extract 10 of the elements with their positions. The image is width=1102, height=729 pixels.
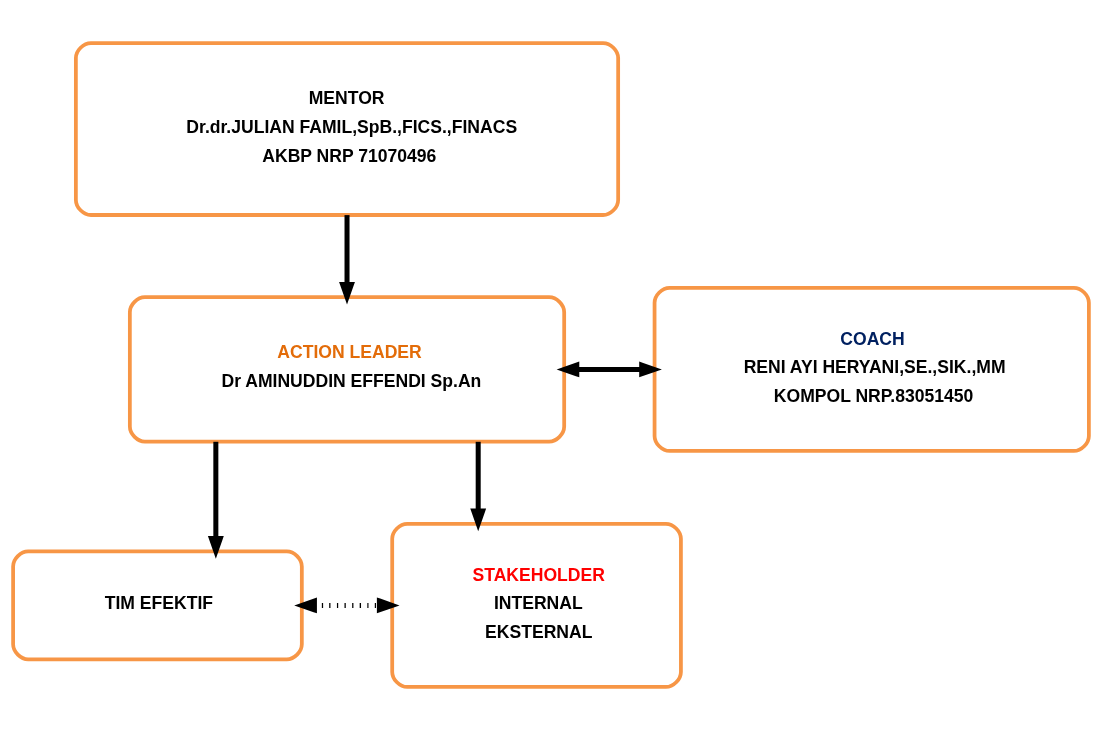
arrow bbox=[470, 441, 487, 531]
arrow bbox=[339, 214, 355, 305]
node-box: TIM EFEKTIF bbox=[11, 549, 304, 661]
node-box: ACTION LEADER Dr AMINUDDIN EFFENDI Sp.An bbox=[127, 294, 567, 443]
node-box: COACH RENI AYI HERYANI,SE.,SIK.,MM KOMPOL NRP.83051450 bbox=[652, 285, 1091, 453]
arrow bbox=[207, 441, 224, 559]
node-box: MENTOR Dr.dr.JULIAN FAMIL,SpB.,FICS.,FINACS AKBP NRP 71070496 bbox=[74, 40, 621, 217]
arrow bbox=[294, 596, 400, 613]
node-box: STAKEHOLDER INTERNAL EKSTERNAL bbox=[390, 521, 683, 689]
arrow bbox=[556, 360, 662, 377]
